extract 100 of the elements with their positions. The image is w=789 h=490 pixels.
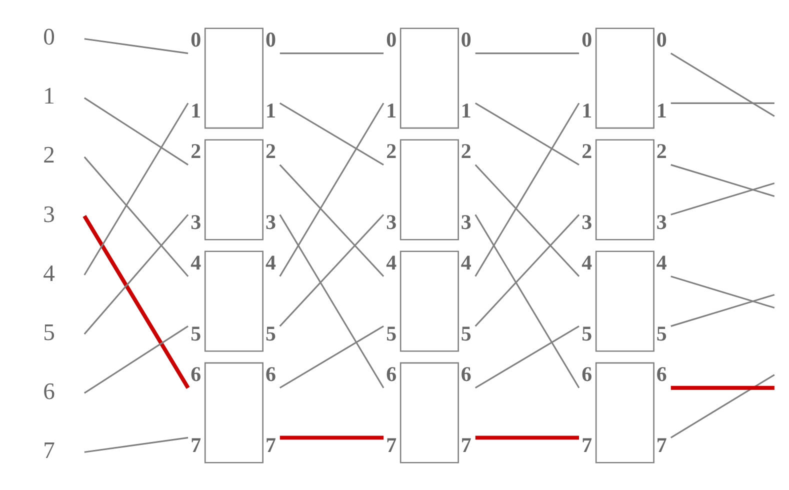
node-label: 1 (656, 98, 667, 122)
node-text: 3 (43, 201, 55, 228)
node-label: 4 (460, 250, 472, 274)
node-label: 0 (386, 26, 397, 51)
node-label: 5 (460, 320, 472, 345)
node-label: 5 (656, 320, 667, 345)
connector (474, 325, 580, 388)
node-label: 1 (190, 98, 202, 122)
node-label: 3 (265, 209, 276, 234)
connector (474, 214, 580, 388)
connector (474, 102, 580, 276)
node-label: 2 (386, 138, 397, 162)
node-box (400, 250, 459, 352)
node-label: 7 (582, 432, 592, 456)
node-label: 2 (656, 138, 667, 162)
node-text: 1 (43, 83, 55, 110)
node-label: 7 (265, 432, 276, 456)
node-label: 0 (582, 26, 592, 51)
node-label: 0 (460, 26, 472, 51)
node-text: 7 (43, 437, 55, 464)
connector (84, 436, 188, 452)
node-box (204, 27, 264, 128)
node-box (595, 250, 654, 352)
node-label: 7 (190, 432, 202, 456)
connector (280, 435, 384, 440)
connector (670, 275, 775, 308)
node-label: 2 (190, 138, 202, 162)
node-label: 1 (386, 98, 397, 122)
node-box (400, 27, 459, 128)
node-label: 0 (265, 26, 276, 51)
node-label: 7 (460, 432, 472, 456)
node-box (204, 138, 264, 240)
connector (84, 102, 189, 275)
node-box (595, 362, 654, 463)
connector (279, 214, 384, 388)
connector (474, 164, 580, 276)
node-label: 1 (582, 98, 592, 122)
connector (474, 102, 580, 165)
node-label: 2 (460, 138, 472, 162)
node-label: 5 (582, 320, 592, 345)
connector (670, 293, 775, 326)
node-label: 5 (190, 320, 202, 345)
node-text: 5 (43, 319, 55, 346)
node-label: 4 (265, 250, 276, 274)
node-label: 4 (190, 250, 202, 274)
node-label: 3 (460, 209, 472, 234)
node-label: 1 (460, 98, 472, 122)
connector (82, 214, 190, 388)
node-label: 6 (582, 362, 592, 386)
node-label: 6 (386, 362, 397, 386)
node-label: 7 (386, 432, 397, 456)
connector (279, 102, 384, 165)
node-box (400, 138, 459, 240)
node-text: 4 (43, 260, 55, 286)
node-text: 0 (43, 24, 55, 50)
connector (670, 52, 775, 116)
node-label: 0 (190, 26, 202, 51)
node-label: 1 (265, 98, 276, 122)
node-label: 6 (460, 362, 472, 386)
connector (280, 52, 384, 54)
connector (279, 214, 384, 326)
node-label: 3 (190, 209, 202, 234)
connector (279, 325, 384, 388)
connector (279, 102, 384, 276)
node-label: 6 (656, 362, 667, 386)
connector (475, 52, 580, 54)
connector (475, 435, 580, 440)
node-box (400, 362, 459, 463)
node-text: 2 (43, 142, 55, 168)
connector (84, 156, 189, 276)
node-box (204, 362, 264, 463)
node-label: 4 (386, 250, 397, 274)
node-box (595, 27, 654, 128)
connector (670, 102, 774, 104)
node-label: 0 (656, 26, 667, 51)
node-label: 7 (656, 432, 667, 456)
node-label: 5 (265, 320, 276, 345)
connector (474, 214, 580, 326)
connector (279, 164, 384, 276)
connector (670, 164, 775, 197)
connector (84, 38, 188, 54)
node-box (204, 250, 264, 352)
connector (84, 214, 189, 334)
node-label: 5 (386, 320, 397, 345)
connector (670, 182, 775, 215)
connector (670, 374, 775, 438)
node-label: 3 (656, 209, 667, 234)
node-label: 4 (656, 250, 667, 274)
node-text: 6 (43, 378, 55, 404)
node-box (595, 138, 654, 240)
node-label: 3 (386, 209, 397, 234)
node-label: 6 (190, 362, 202, 386)
connector (84, 96, 188, 165)
node-label: 2 (265, 138, 276, 162)
node-label: 4 (582, 250, 592, 274)
connector (84, 325, 188, 394)
node-label: 2 (582, 138, 592, 162)
node-label: 6 (265, 362, 276, 386)
connector (670, 385, 774, 390)
node-label: 3 (582, 209, 592, 234)
